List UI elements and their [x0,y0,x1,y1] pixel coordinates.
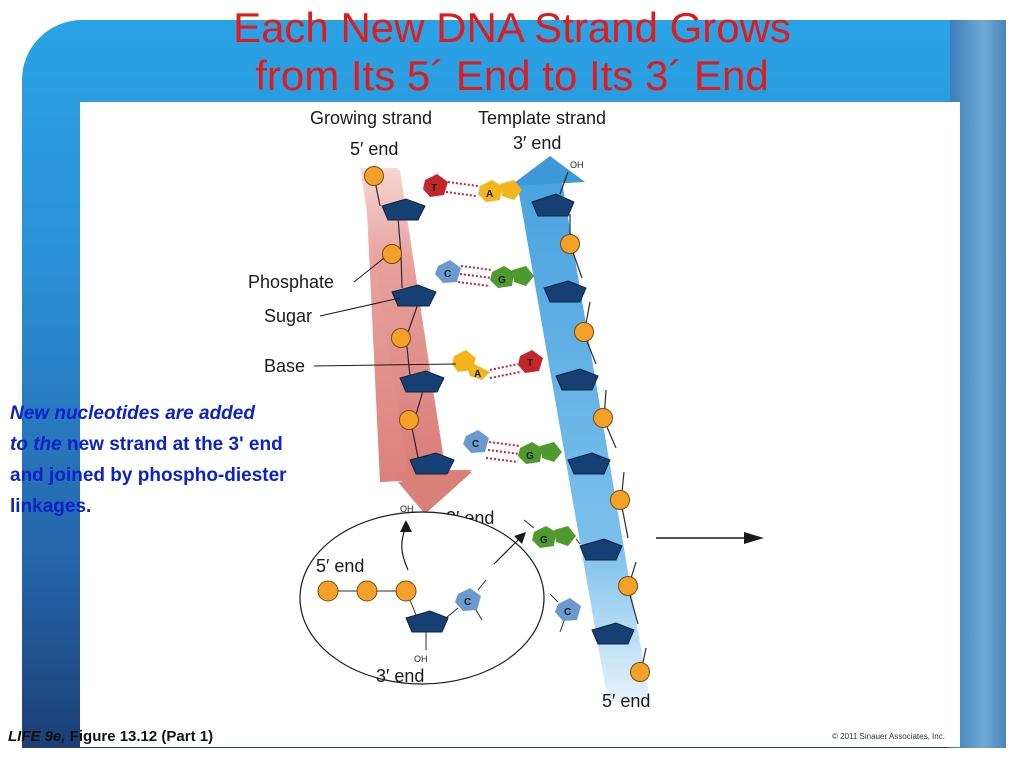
inset-base-link [445,607,459,619]
base-letter: A [474,369,481,380]
base-stub [559,620,565,633]
base-T [518,350,543,373]
sugar [543,280,587,303]
inset-to-strand-arrow [493,537,521,565]
base-G-ring [554,526,576,546]
inset-3-end-label: 3′ end [376,666,424,686]
phosphate [382,244,402,264]
base-letter: G [498,275,506,286]
base-letter: G [540,535,548,546]
sugar [399,370,445,393]
phosphate [317,580,339,602]
slide-title: Each New DNA Strand Grows from Its 5´ En… [0,4,1024,100]
explanatory-note: New nucleotides are added to the new str… [10,398,400,522]
base-leader [313,363,457,367]
base-A-ring [500,180,522,200]
inset-to-strand-arrowhead [514,532,526,544]
base-stub [575,538,581,545]
sugar [579,538,623,561]
hydrogen-bonds [445,181,521,463]
figure-caption: LIFE 9e, Figure 13.12 (Part 1) [8,728,213,745]
sugar [555,368,599,391]
phosphate [356,580,378,602]
sugar [591,622,635,645]
base-letter: C [464,597,471,608]
template-strand-label: Template strand [478,108,606,128]
base-G-ring [540,442,562,462]
note-line-2-rest: new strand at the 3' end [67,434,283,455]
note-line-1: New nucleotides are added [10,403,255,424]
caption-figure-ref: Figure 13.12 (Part 1) [65,728,214,745]
phosphate [399,410,419,430]
inset-arrowhead [400,520,412,532]
base-letter: C [472,439,479,450]
sugar [531,193,575,217]
growing-oh-label: OH [400,504,414,514]
sugar [409,452,455,475]
base-C [455,588,481,611]
base-A-ring [464,358,490,380]
base-letter: C [564,607,571,618]
base-T [423,174,448,197]
phosphate [391,328,411,348]
sugar [405,610,449,633]
template-oh-label: OH [570,160,584,170]
base-stub [475,609,483,621]
phosphate [618,576,638,596]
note-line-3: and joined by phospho-diester [10,465,287,486]
inset-oh-label: OH [414,654,428,664]
base-letter: T [431,183,437,194]
copyright-notice: © 2011 Sinauer Associates, Inc. [832,732,945,741]
base-A [478,180,502,202]
note-line-2-italic: to the [10,434,67,455]
phosphate [593,408,613,428]
base-C [435,260,461,283]
template-strand-arrow-body [517,182,650,702]
base-G [490,266,514,288]
sugar-label: Sugar [264,306,312,326]
sugar [391,284,437,307]
growing-strand-arrowhead [395,472,472,514]
slide-title-line2: from Its 5´ End to Its 3´ End [255,52,769,99]
base-C [463,430,489,453]
base-G [518,442,542,464]
base-stub [477,579,487,591]
base-G-ring [512,266,534,286]
note-line-2: to the new strand at the 3' end [10,429,400,460]
phosphate [574,322,594,342]
base-label: Base [264,356,305,376]
sugar-leader [319,297,401,317]
phosphate [395,580,417,602]
slide-title-line1: Each New DNA Strand Grows [233,4,791,51]
progression-arrowhead [744,532,764,544]
inset-5-end-label: 5′ end [316,556,364,576]
growing-top-end-label: 5′ end [350,139,398,159]
phosphate-leader [353,257,385,283]
note-line-4: linkages. [10,496,92,517]
incoming-nucleotide-inset [299,511,545,685]
base-G [532,526,556,548]
base-letter: T [527,358,533,369]
caption-book: LIFE 9e, [8,728,66,745]
sugar [381,198,426,221]
phosphate [610,490,630,510]
base-C [555,598,581,621]
template-top-end-label: 3′ end [513,133,561,153]
base-letter: G [526,451,534,462]
dna-replication-diagram: Growing strand Template strand 5′ end 3′… [248,108,764,711]
base-stub [549,593,559,603]
phosphate [364,166,384,186]
base-letter: A [486,189,493,200]
base-stub [523,519,535,529]
growing-strand-arrow-body [360,168,446,472]
base-letter: C [444,269,451,280]
phosphate [630,662,650,682]
template-bottom-end-label: 5′ end [602,691,650,711]
figure-panel: Growing strand Template strand 5′ end 3′… [80,102,960,747]
phosphate [560,234,580,254]
phosphate-label: Phosphate [248,272,334,292]
growing-strand-label: Growing strand [310,108,432,128]
sugar [567,452,611,475]
